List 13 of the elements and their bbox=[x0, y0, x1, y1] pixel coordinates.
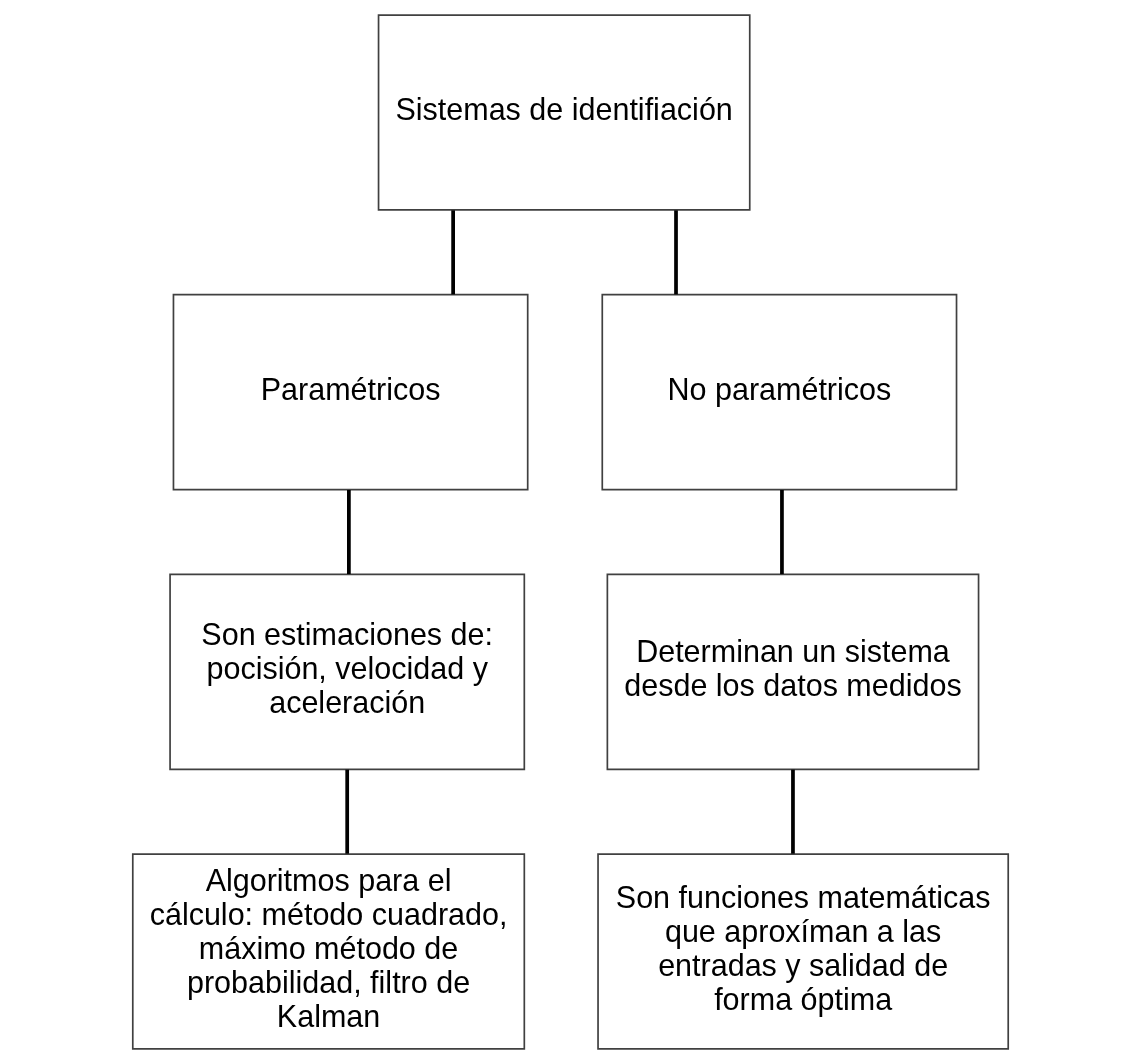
connector bbox=[779, 490, 784, 575]
node-box: Paramétricos bbox=[172, 293, 529, 491]
connector bbox=[450, 210, 455, 295]
connector bbox=[673, 210, 678, 295]
node-box: Algoritmos para el cálculo: método cuadrado, máximo método de probabilidad, filtro de Kalman bbox=[131, 853, 525, 1050]
connector bbox=[344, 769, 349, 854]
node-box: No paramétricos bbox=[600, 293, 957, 491]
node-box: Son estimaciones de: pocisión, velocidad y aceleración bbox=[168, 573, 525, 771]
node-box: Determinan un sistema desde los datos medidos bbox=[606, 573, 979, 771]
node-box: Sistemas de identifiación bbox=[377, 14, 751, 211]
node-box: Son funciones matemáticas que aproxíman a las entradas y salidad de forma óptima bbox=[596, 853, 1009, 1050]
connector bbox=[346, 490, 351, 575]
connector bbox=[790, 769, 795, 854]
